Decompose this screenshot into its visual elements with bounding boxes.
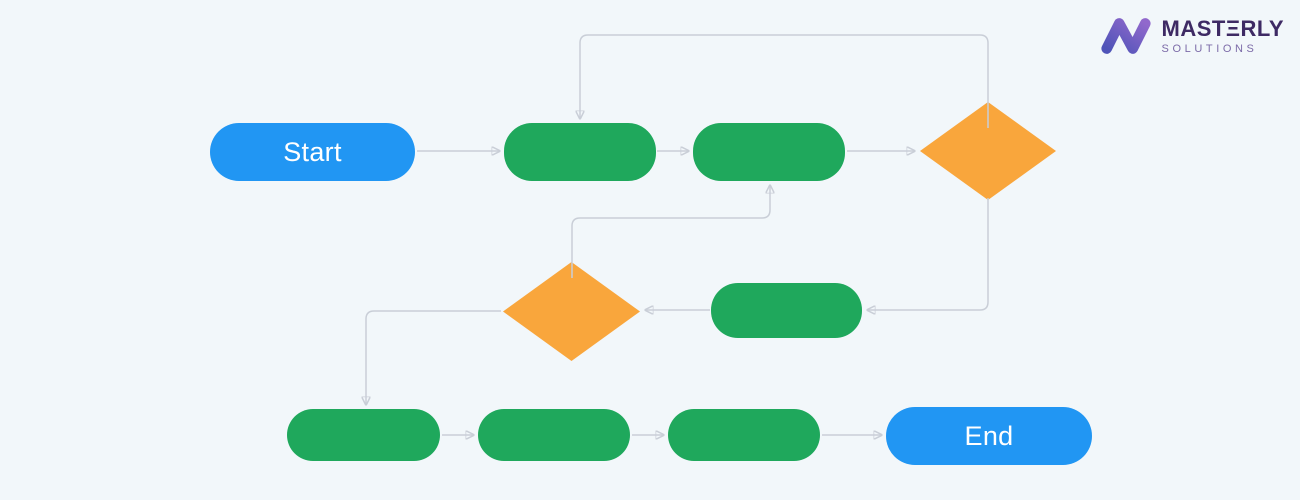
connector-decision1-to-process1-loop bbox=[580, 34, 989, 128]
node-process-2 bbox=[693, 123, 845, 181]
logo-text: MASTΞRLY SOLUTIONS bbox=[1162, 17, 1284, 54]
brand-name: MASTΞRLY bbox=[1161, 16, 1284, 42]
connector-decision2-to-process2-loop bbox=[571, 185, 770, 278]
brand-subtitle: SOLUTIONS bbox=[1161, 42, 1258, 55]
node-start: Start bbox=[210, 123, 415, 181]
node-decision-2 bbox=[503, 262, 640, 361]
node-process-6 bbox=[668, 409, 820, 461]
node-process-3 bbox=[711, 283, 862, 338]
node-process-4 bbox=[287, 409, 440, 461]
end-label: End bbox=[964, 420, 1014, 451]
node-decision-1 bbox=[920, 102, 1056, 200]
start-label: Start bbox=[283, 136, 342, 167]
node-process-1 bbox=[504, 123, 656, 181]
node-process-5 bbox=[478, 409, 630, 461]
connector-decision1-to-process3 bbox=[867, 198, 989, 310]
masterly-solutions-logo: MASTΞRLY SOLUTIONS bbox=[1099, 11, 1284, 61]
connector-decision2-to-process4 bbox=[366, 310, 501, 405]
node-end: End bbox=[886, 407, 1092, 465]
masterly-logo-mark-icon bbox=[1100, 18, 1151, 54]
